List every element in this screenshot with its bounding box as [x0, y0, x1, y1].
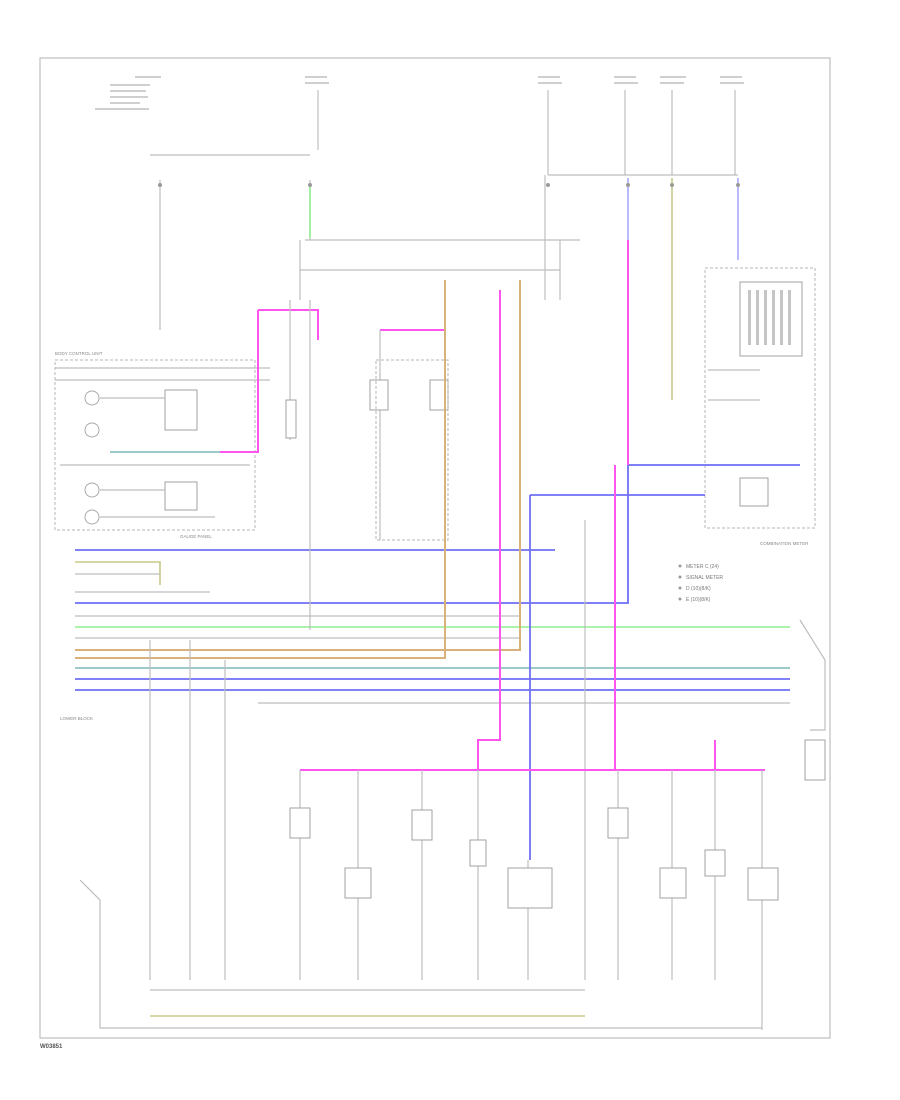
legend-item-3: D (10)(8/K)	[686, 586, 711, 592]
diagram-code: W03851	[40, 1044, 63, 1050]
right-module: COMBINATION METER	[704, 267, 816, 546]
lower-block-label: LOWER BLOCK	[60, 716, 93, 721]
combination-meter-label: COMBINATION METER	[760, 541, 809, 546]
legend-item-2: SIGNAL METER	[686, 575, 723, 581]
body-control-unit-label: BODY CONTROL UNIT	[55, 351, 103, 356]
gauge-panel: GAUGE PANEL	[54, 359, 270, 539]
legend-item-4: E (10)(8/K)	[686, 597, 711, 603]
top-fuse-section	[95, 76, 744, 400]
gauge-panel-label: GAUGE PANEL	[180, 534, 212, 539]
diagram-frame	[39, 57, 831, 1039]
lower-components	[79, 740, 779, 1030]
signal-bus: METER C (24) SIGNAL METER D (10)(8/K) E …	[75, 240, 826, 980]
legend-item-1: METER C (24)	[686, 564, 719, 570]
pink-feed	[220, 300, 449, 541]
